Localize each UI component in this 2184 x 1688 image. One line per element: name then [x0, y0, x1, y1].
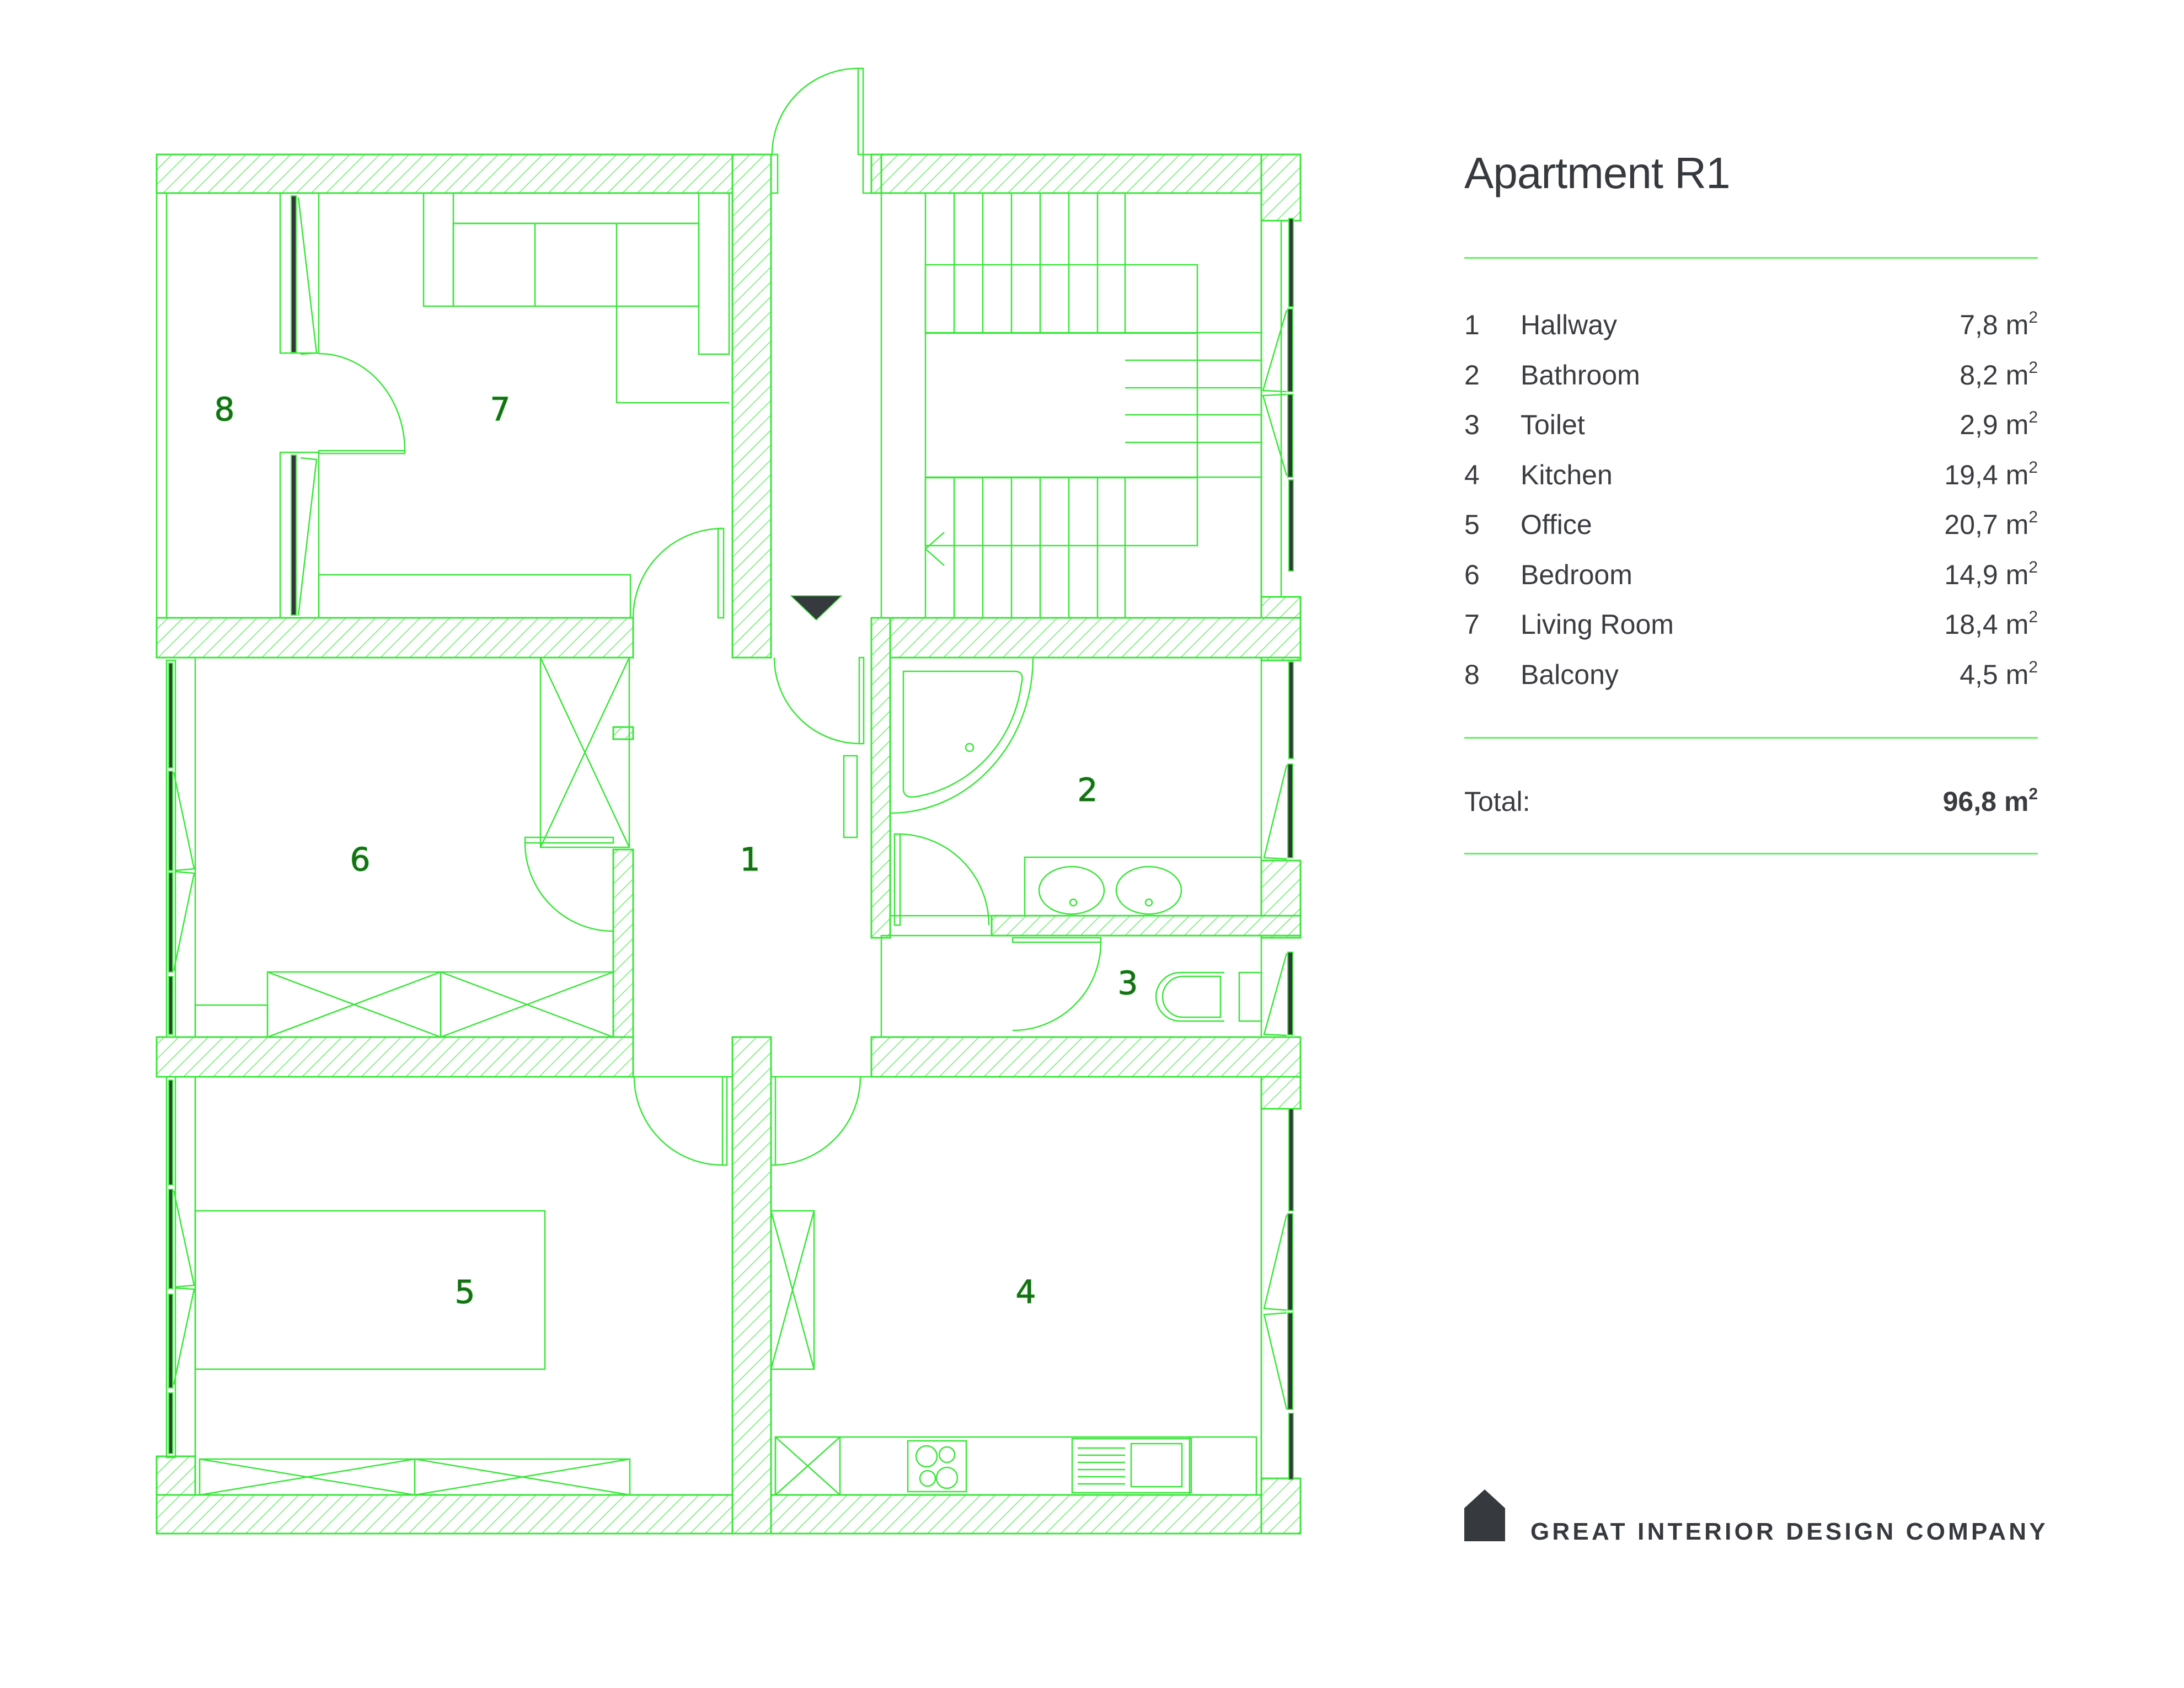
room-label-8: 8: [215, 391, 235, 428]
room-area: 19,4 m2: [1944, 458, 2038, 490]
divider-bottom: [1464, 853, 2038, 854]
entrance-arrow-icon: [790, 595, 843, 621]
room-name: Bedroom: [1521, 559, 1632, 590]
room-number: 7: [1464, 609, 1480, 640]
room-number: 6: [1464, 559, 1480, 590]
stairs-direction-arrow-icon: [924, 532, 945, 566]
divider-top: [1464, 257, 2038, 259]
room-outlines: [156, 192, 1262, 1496]
room-area: 2,9 m2: [1960, 408, 2038, 441]
room-label-1: 1: [740, 841, 761, 878]
room-row: 8 Balcony 4,5 m2: [1464, 659, 2038, 709]
room-list: 1 Hallway 7,8 m2 2 Bathroom 8,2 m2 3 Toi…: [1464, 309, 2038, 708]
room-name: Kitchen: [1521, 459, 1613, 490]
room-label-7: 7: [490, 391, 511, 428]
room-label-6: 6: [350, 841, 371, 878]
room-row: 6 Bedroom 14,9 m2: [1464, 559, 2038, 609]
doors: [318, 67, 1102, 1166]
windows: [165, 192, 1294, 1480]
furniture: [194, 192, 1262, 1496]
room-label-4: 4: [1016, 1273, 1036, 1311]
room-label-5: 5: [455, 1273, 475, 1311]
room-row: 4 Kitchen 19,4 m2: [1464, 459, 2038, 509]
room-row: 1 Hallway 7,8 m2: [1464, 309, 2038, 359]
room-row: 3 Toilet 2,9 m2: [1464, 409, 2038, 459]
room-name: Hallway: [1521, 309, 1618, 340]
room-area: 7,8 m2: [1960, 308, 2038, 341]
room-area: 14,9 m2: [1944, 558, 2038, 590]
divider-middle: [1464, 737, 2038, 739]
room-area: 20,7 m2: [1944, 508, 2038, 541]
house-icon: [1464, 1489, 1505, 1541]
staircase: [924, 192, 1262, 619]
total-label: Total:: [1464, 786, 1530, 817]
room-label-2: 2: [1078, 771, 1098, 809]
room-number: 3: [1464, 409, 1480, 440]
room-area: 8,2 m2: [1960, 358, 2038, 391]
room-name: Balcony: [1521, 659, 1619, 690]
company-brand: GREAT INTERIOR DESIGN COMPANY: [1464, 1489, 2046, 1545]
room-number: 4: [1464, 459, 1480, 490]
room-name: Living Room: [1521, 609, 1674, 640]
room-area: 18,4 m2: [1944, 608, 2038, 640]
room-name: Office: [1521, 509, 1592, 540]
total-value: 96,8 m2: [1942, 785, 2038, 818]
room-name: Toilet: [1521, 409, 1585, 440]
room-label-3: 3: [1118, 964, 1138, 1002]
company-name: GREAT INTERIOR DESIGN COMPANY: [1530, 1518, 2048, 1545]
room-row: 7 Living Room 18,4 m2: [1464, 608, 2038, 659]
room-number: 2: [1464, 359, 1480, 391]
walls: [156, 153, 1302, 1535]
room-number: 5: [1464, 509, 1480, 540]
total-row: Total: 96,8 m2: [1464, 786, 2038, 819]
room-row: 5 Office 20,7 m2: [1464, 509, 2038, 559]
room-labels: 1 2 3 4 5 6 7 8: [214, 390, 1138, 1311]
room-number: 8: [1464, 659, 1480, 690]
room-number: 1: [1464, 309, 1480, 340]
room-area: 4,5 m2: [1960, 658, 2038, 690]
page-title: Apartment R1: [1464, 148, 1731, 197]
room-row: 2 Bathroom 8,2 m2: [1464, 359, 2038, 409]
room-name: Bathroom: [1521, 359, 1640, 391]
